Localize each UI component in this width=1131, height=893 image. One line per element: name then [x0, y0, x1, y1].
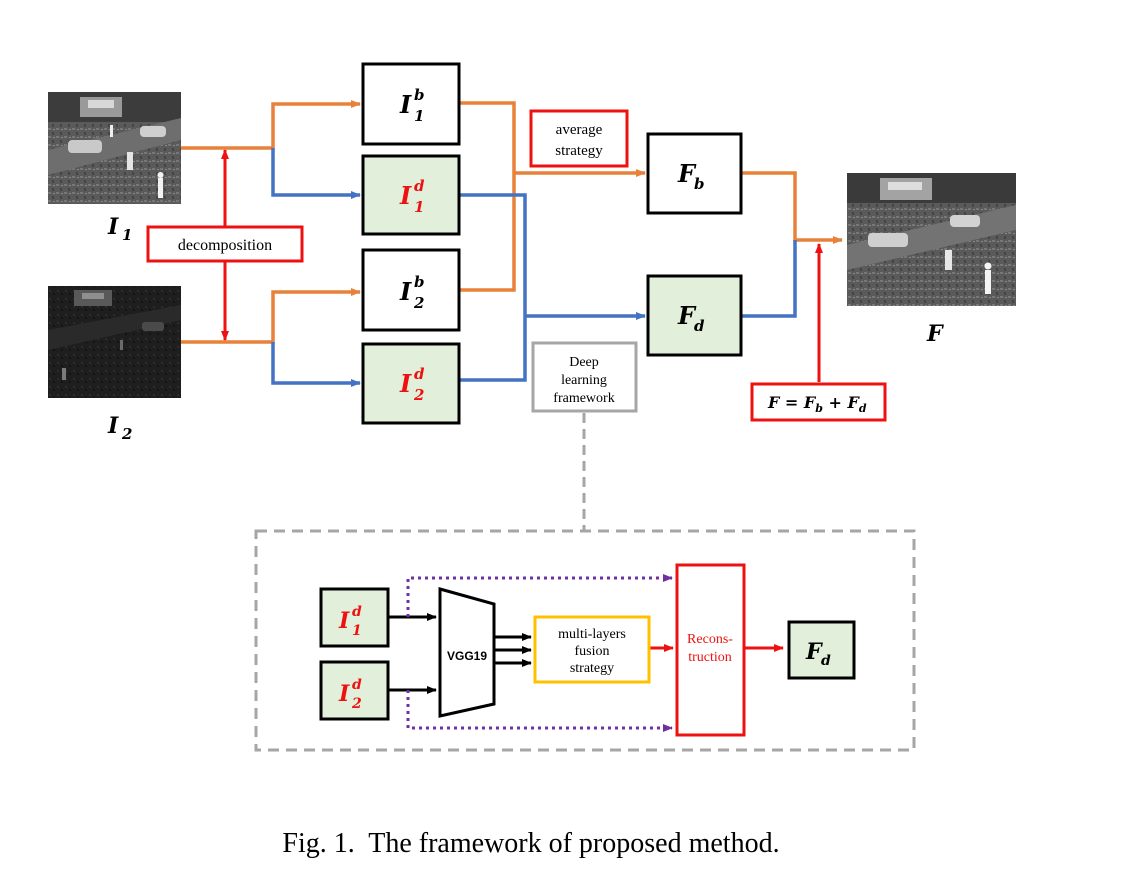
box-fd: F d	[646, 274, 743, 357]
detail-input-1: I d 1	[319, 587, 390, 648]
deep-label-2: learning	[561, 373, 607, 388]
formula-box: F = Fb + Fd	[750, 382, 887, 422]
connectors	[181, 100, 843, 387]
arrow-i1-to-i1d	[271, 148, 361, 199]
i2d-base: I	[399, 369, 412, 398]
fd-sub: d	[694, 317, 705, 335]
skip-arrow-bottom	[406, 690, 673, 732]
deep-learning-box: Deep learning framework	[531, 341, 638, 413]
figure-caption: Fig. 1. The framework of proposed method…	[282, 828, 779, 859]
reconstruction-box: Recons- truction	[675, 563, 746, 737]
i2d-sub: 2	[413, 386, 424, 404]
vgg19-label: VGG19	[447, 649, 487, 663]
d-out-base: F	[805, 639, 823, 665]
box-i1d: I d 1	[361, 154, 461, 236]
fusion-strategy-box: multi-layers fusion strategy	[533, 615, 651, 684]
i1b-sub: 1	[414, 107, 424, 125]
box-i2b: I b 2	[361, 248, 461, 332]
i2d-sup: d	[414, 365, 425, 383]
fb-base: F	[677, 159, 697, 188]
recon-label-1: Recons-	[687, 632, 733, 647]
detail-panel	[254, 529, 916, 752]
box-fb: F b	[646, 132, 743, 215]
recon-label-2: truction	[688, 650, 732, 665]
i1d-base: I	[399, 181, 412, 210]
input-label-2: I 2	[107, 413, 132, 443]
i1b-sup: b	[414, 86, 425, 104]
formula-text: F = Fb + Fd	[767, 393, 867, 415]
i2b-base: I	[399, 277, 412, 306]
decomposition-box: decomposition	[146, 225, 304, 263]
detail-input-2: I d 2	[319, 660, 390, 721]
d-in1-sup: d	[352, 604, 362, 620]
arrow-i1-to-i1b	[181, 100, 361, 150]
input-image-1	[48, 92, 181, 204]
fusion-label-2: fusion	[575, 644, 610, 659]
arrow-i2-to-i2b	[181, 288, 361, 344]
deep-label-3: framework	[553, 391, 614, 406]
fusion-label-1: multi-layers	[558, 627, 626, 642]
i2b-sub: 2	[413, 294, 424, 312]
fb-sub: b	[694, 175, 705, 193]
arrow-fb-to-output	[741, 171, 843, 244]
input-image-2	[48, 286, 181, 398]
fd-base: F	[677, 301, 697, 330]
d-in2-sup: d	[352, 677, 362, 693]
d-in2-base: I	[338, 681, 350, 707]
input-label-1: I 1	[107, 214, 132, 244]
input-2-letter: I	[107, 413, 119, 439]
i1b-base: I	[399, 90, 412, 119]
average-strategy-box: average strategy	[529, 109, 629, 168]
box-i2d: I d 2	[361, 342, 461, 425]
input-1-letter: I	[107, 214, 119, 240]
vgg19-block: VGG19	[438, 587, 496, 718]
line-fd-to-output	[741, 240, 797, 318]
line-detail-merge	[459, 193, 527, 382]
d-in1-sub: 1	[352, 623, 362, 639]
detail-connectors	[388, 574, 784, 732]
fusion-label-3: strategy	[570, 661, 614, 676]
average-label-1: average	[556, 122, 603, 138]
detail-output-fd: F d	[787, 620, 856, 680]
deep-label-1: Deep	[569, 355, 599, 370]
i1d-sup: d	[414, 177, 425, 195]
d-out-sub: d	[821, 653, 831, 669]
output-image	[847, 173, 1016, 306]
d-in1-base: I	[338, 608, 350, 634]
i2b-sup: b	[414, 273, 425, 291]
input-2-subscript: 2	[121, 425, 132, 443]
average-label-2: strategy	[555, 143, 603, 159]
arrow-i2-to-i2d	[271, 342, 361, 387]
i1d-sub: 1	[414, 198, 424, 216]
box-i1b: I b 1	[361, 62, 461, 146]
decomposition-label: decomposition	[178, 237, 272, 254]
output-label: F	[926, 321, 944, 347]
d-in2-sub: 2	[351, 696, 362, 712]
input-1-subscript: 1	[122, 226, 132, 244]
